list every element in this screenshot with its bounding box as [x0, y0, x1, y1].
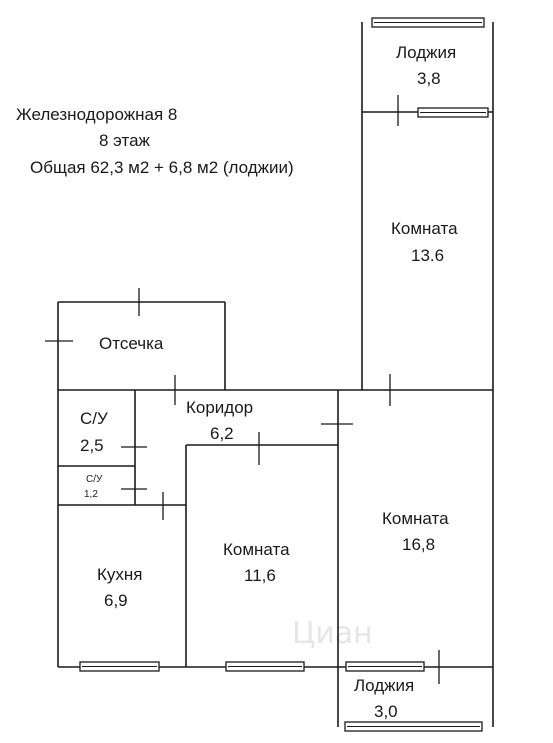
walls [57, 22, 494, 727]
room-name-11: Комната [223, 540, 290, 559]
window-kitchen [79, 661, 160, 672]
room-area-16: 16,8 [402, 535, 435, 554]
room-name-kitchen: Кухня [97, 565, 143, 584]
window-room-13 [417, 107, 489, 118]
room-area-corridor: 6,2 [210, 424, 234, 443]
watermark: Циан [292, 616, 373, 651]
room-name-loggia-top: Лоджия [396, 43, 456, 62]
floor-label: 8 этаж [99, 131, 151, 150]
room-name-16: Комната [382, 509, 449, 528]
window-loggia-bottom [344, 721, 483, 732]
room-area-bath-1: 2,5 [80, 436, 104, 455]
room-name-bath-2: С/У [86, 474, 103, 485]
room-name-otsechka: Отсечка [99, 334, 164, 353]
room-area-13: 13.6 [411, 246, 444, 265]
room-area-loggia-bottom: 3,0 [374, 702, 398, 721]
total-area-label: Общая 62,3 м2 + 6,8 м2 (лоджии) [30, 158, 294, 177]
windows [79, 17, 489, 732]
room-name-13: Комната [391, 219, 458, 238]
window-loggia-top [371, 17, 485, 28]
window-room-11 [225, 661, 305, 672]
room-area-11: 11,6 [244, 566, 276, 585]
room-name-loggia-bottom: Лоджия [354, 676, 414, 695]
window-room-16 [345, 661, 425, 672]
room-name-bath-1: С/У [80, 409, 108, 428]
address-label: Железнодорожная 8 [16, 105, 177, 124]
door-marks [45, 95, 440, 684]
room-area-bath-2: 1,2 [84, 489, 98, 500]
room-area-loggia-top: 3,8 [417, 69, 441, 88]
room-name-corridor: Коридор [186, 398, 253, 417]
room-area-kitchen: 6,9 [104, 591, 128, 610]
